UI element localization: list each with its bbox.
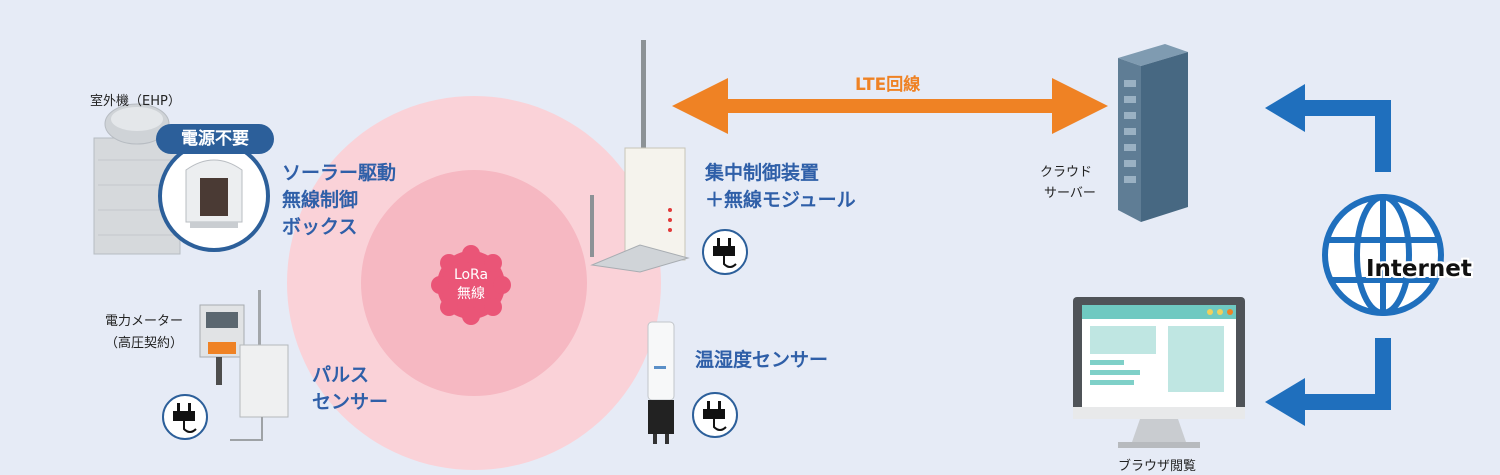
arrow-to-browser [1265, 378, 1305, 426]
power-meter-image [199, 304, 245, 385]
power-plug-icon [162, 394, 208, 440]
globe-icon [1322, 194, 1444, 316]
browser-label: ブラウザ閲覧 [1118, 459, 1197, 474]
internet-label: Internet [1366, 256, 1472, 282]
pulse-sensor-label: パルス センサー [312, 364, 389, 413]
server-icon [1118, 44, 1188, 222]
power-plug-icon [702, 229, 748, 275]
central-controller-label: 集中制御装置 ＋無線モジュール [705, 162, 856, 211]
outdoor-unit-label: 室外機（EHP） [90, 94, 181, 109]
temp-humidity-sensor-label: 温湿度センサー [695, 349, 829, 371]
solar-box-image [158, 140, 270, 252]
no-power-badge: 電源不要 [156, 124, 274, 154]
central-controller-image [590, 40, 690, 273]
pulse-sensor-image [230, 290, 289, 441]
power-plug-icon [692, 392, 738, 438]
lora-badge-shape [431, 245, 511, 325]
outdoor-unit-image [93, 103, 181, 255]
temp-humidity-sensor-image [647, 321, 675, 444]
arrow-to-server [1265, 84, 1305, 132]
solar-box-label: ソーラー駆動 無線制御 ボックス [282, 162, 397, 238]
lora-badge: LoRa 無線 [453, 267, 489, 302]
power-meter-label: 電力メーター （高圧契約） [105, 314, 184, 351]
lte-label: LTE回線 [855, 75, 921, 95]
monitor-icon [1073, 297, 1245, 448]
internet-arrows [1305, 100, 1391, 410]
cloud-server-label: クラウド サーバー [1040, 165, 1096, 201]
